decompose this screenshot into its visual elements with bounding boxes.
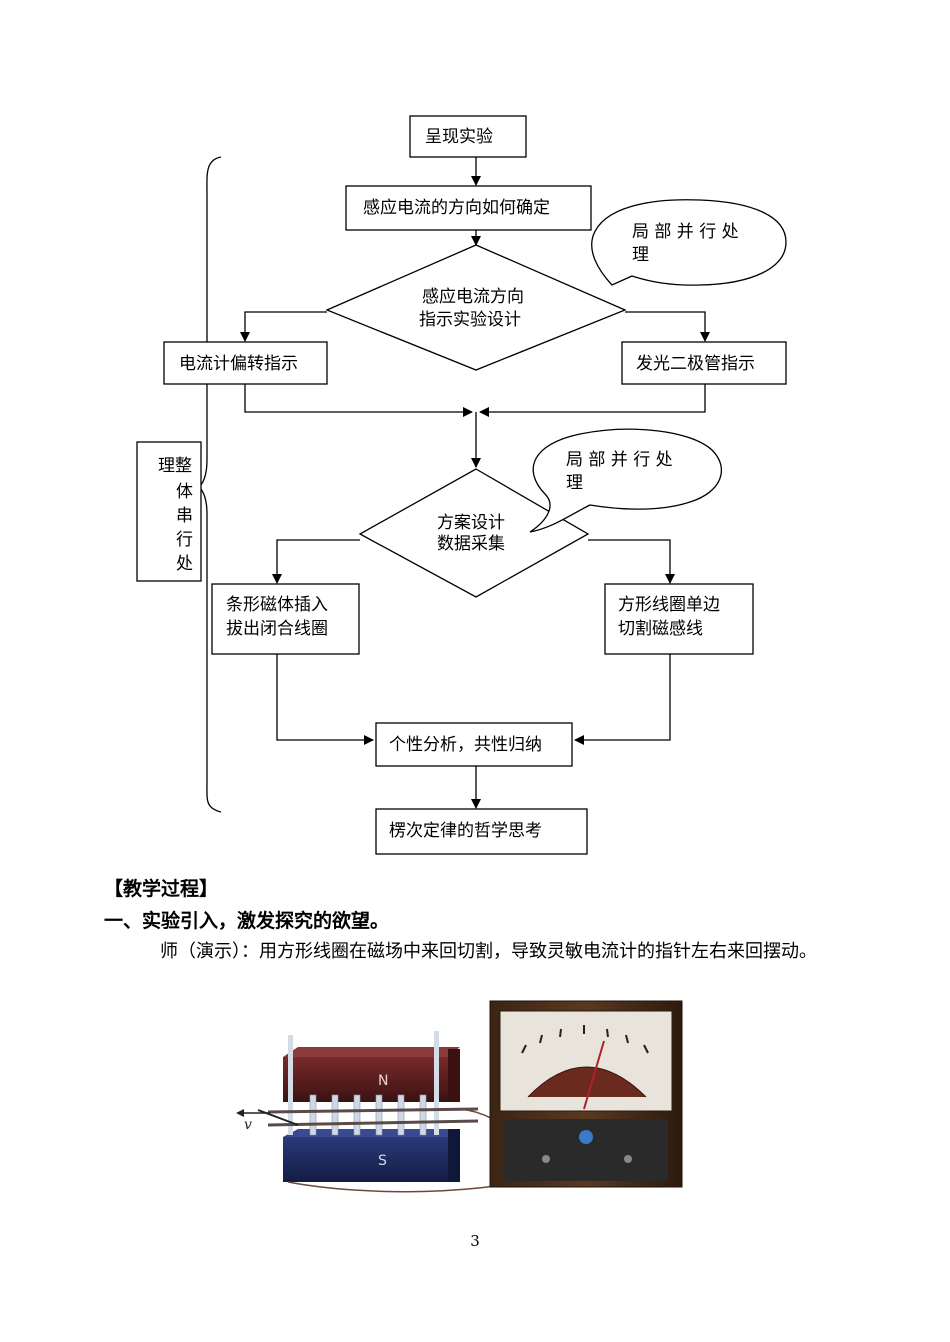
node-direction-indicator-design-line-1: 感应电流方向: [422, 287, 524, 307]
node-scheme-design-data-line-2: 数据采集: [437, 534, 505, 554]
side-label-line-4: 行: [176, 530, 193, 550]
magnet-north-label: N: [378, 1073, 388, 1089]
node-square-coil-cut-line-1: 方形线圈单边: [618, 595, 720, 615]
side-label-line-5: 处: [176, 554, 193, 574]
section-heading: 【教学过程】: [104, 878, 219, 900]
node-bar-magnet-insert: [211, 583, 360, 655]
experiment-illustration: N S v: [236, 1000, 683, 1193]
node-analysis-summary: [375, 722, 573, 767]
side-label-line-3: 串: [176, 506, 193, 526]
arrow-left-merge: [244, 384, 473, 417]
node-galvanometer-indicator-label: 电流计偏转指示: [179, 354, 298, 374]
arrow-diamond2-to-left: [272, 539, 360, 584]
section-paragraph: 师（演示）：用方形线圈在磁场中来回切割，导致灵敏电流计的指针左右来回摆动。: [160, 941, 817, 962]
arrow-left2-to-analysis: [276, 654, 374, 745]
node-led-indicator-label: 发光二极管指示: [636, 354, 755, 374]
node-direction-indicator-design-line-2: 指示实验设计: [419, 310, 521, 330]
node-analysis-summary-label: 个性分析，共性归纳: [389, 735, 542, 755]
node-square-coil-cut: [604, 583, 754, 655]
node-lenz-philosophy-label: 楞次定律的哲学思考: [389, 821, 542, 841]
arrow-diamond1-to-right: [625, 311, 710, 342]
section-subheading: 一、实验引入，激发探究的欲望。: [104, 910, 390, 932]
arrow-right2-to-analysis: [574, 654, 671, 745]
node-scheme-design-data-line-1: 方案设计: [437, 513, 505, 533]
callout-local-parallel-1-line-2: 理: [632, 245, 649, 265]
node-direction-indicator-design: [325, 244, 627, 371]
node-bar-magnet-insert-line-1: 条形磁体插入: [226, 595, 328, 615]
node-current-direction-question: [345, 185, 592, 231]
velocity-arrow: v: [236, 1109, 270, 1133]
callout-local-parallel-2-line-2: 理: [566, 473, 583, 493]
velocity-label: v: [244, 1117, 252, 1133]
magnet-south-label: S: [378, 1153, 387, 1169]
node-lenz-philosophy: [375, 808, 588, 855]
node-present-experiment-label: 呈现实验: [425, 127, 493, 147]
page-number: 3: [470, 1232, 480, 1250]
side-label-box: [136, 441, 202, 582]
node-present-experiment: [409, 115, 527, 158]
arrow-diamond1-to-left: [240, 311, 327, 342]
callout-local-parallel-2-line-1: 局 部 并 行 处: [566, 450, 673, 470]
callout-local-parallel-1: [591, 199, 787, 286]
side-label-line-2: 体: [176, 482, 193, 502]
callout-local-parallel-1-line-1: 局 部 并 行 处: [632, 222, 739, 242]
magnet-assembly: N S: [257, 1031, 479, 1182]
flowchart: 理整 体 串 行 处 呈现实验 感应电流的方向如何确定 感应电流方向 指示实验设…: [136, 115, 787, 855]
arrow-right-merge: [479, 384, 706, 417]
callout-local-parallel-2: [529, 428, 722, 533]
node-current-direction-question-label: 感应电流的方向如何确定: [363, 198, 550, 218]
node-square-coil-cut-line-2: 切割磁感线: [618, 619, 703, 639]
arrow-diamond2-to-right: [588, 539, 675, 584]
side-label-line-1: 理整: [158, 456, 192, 476]
node-bar-magnet-insert-line-2: 拔出闭合线圈: [226, 619, 328, 639]
galvanometer: [489, 1000, 683, 1188]
node-led-indicator: [621, 341, 787, 385]
